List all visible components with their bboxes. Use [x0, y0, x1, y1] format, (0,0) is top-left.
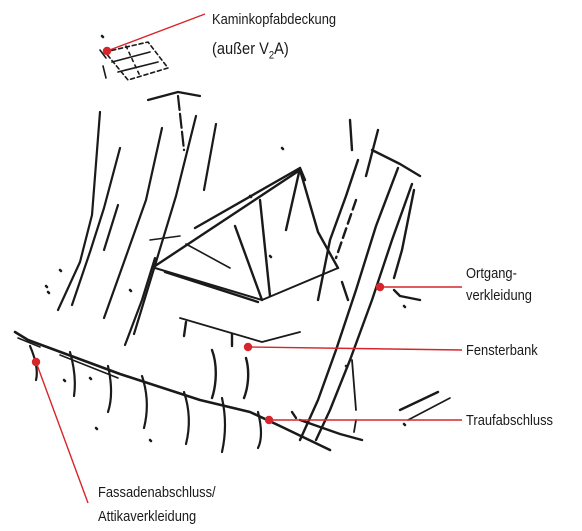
leader-fassade — [35, 361, 89, 504]
leader-dot-fensterbank — [243, 342, 253, 352]
right-roof-slope — [290, 118, 451, 442]
leader-fensterbank — [247, 346, 463, 351]
left-roof-slope — [13, 90, 332, 454]
label-traufabschluss: Traufabschluss — [466, 412, 553, 429]
dormer — [149, 166, 340, 400]
leader-dot-traufabschluss — [264, 415, 274, 425]
label-fassade-line1: Fassadenabschluss/ — [98, 484, 216, 501]
chimney-cap-drawing — [99, 41, 169, 81]
label-kaminkopf-line2: (außer V2A) — [212, 38, 289, 63]
label-kaminkopf-pre: (außer V — [212, 39, 269, 58]
label-kaminkopf-post: A) — [274, 39, 289, 58]
drawing-specks — [44, 34, 407, 443]
label-kaminkopf-line1: Kaminkopfabdeckung — [212, 11, 337, 28]
label-ortgang-line1: Ortgang- — [466, 265, 517, 282]
leader-dot-kaminkopf — [102, 46, 112, 56]
leader-kaminkopf — [106, 13, 206, 52]
label-ortgang-line2: verkleidung — [466, 287, 532, 304]
leader-dot-fassade — [31, 357, 41, 367]
leader-dot-ortgang — [375, 282, 385, 292]
label-fassade-line2: Attikaverkleidung — [98, 508, 197, 525]
roof-drawing — [13, 34, 451, 454]
label-kaminkopf-sub: 2 — [268, 49, 275, 62]
leader-lines — [31, 13, 463, 504]
label-fensterbank: Fensterbank — [466, 342, 538, 359]
